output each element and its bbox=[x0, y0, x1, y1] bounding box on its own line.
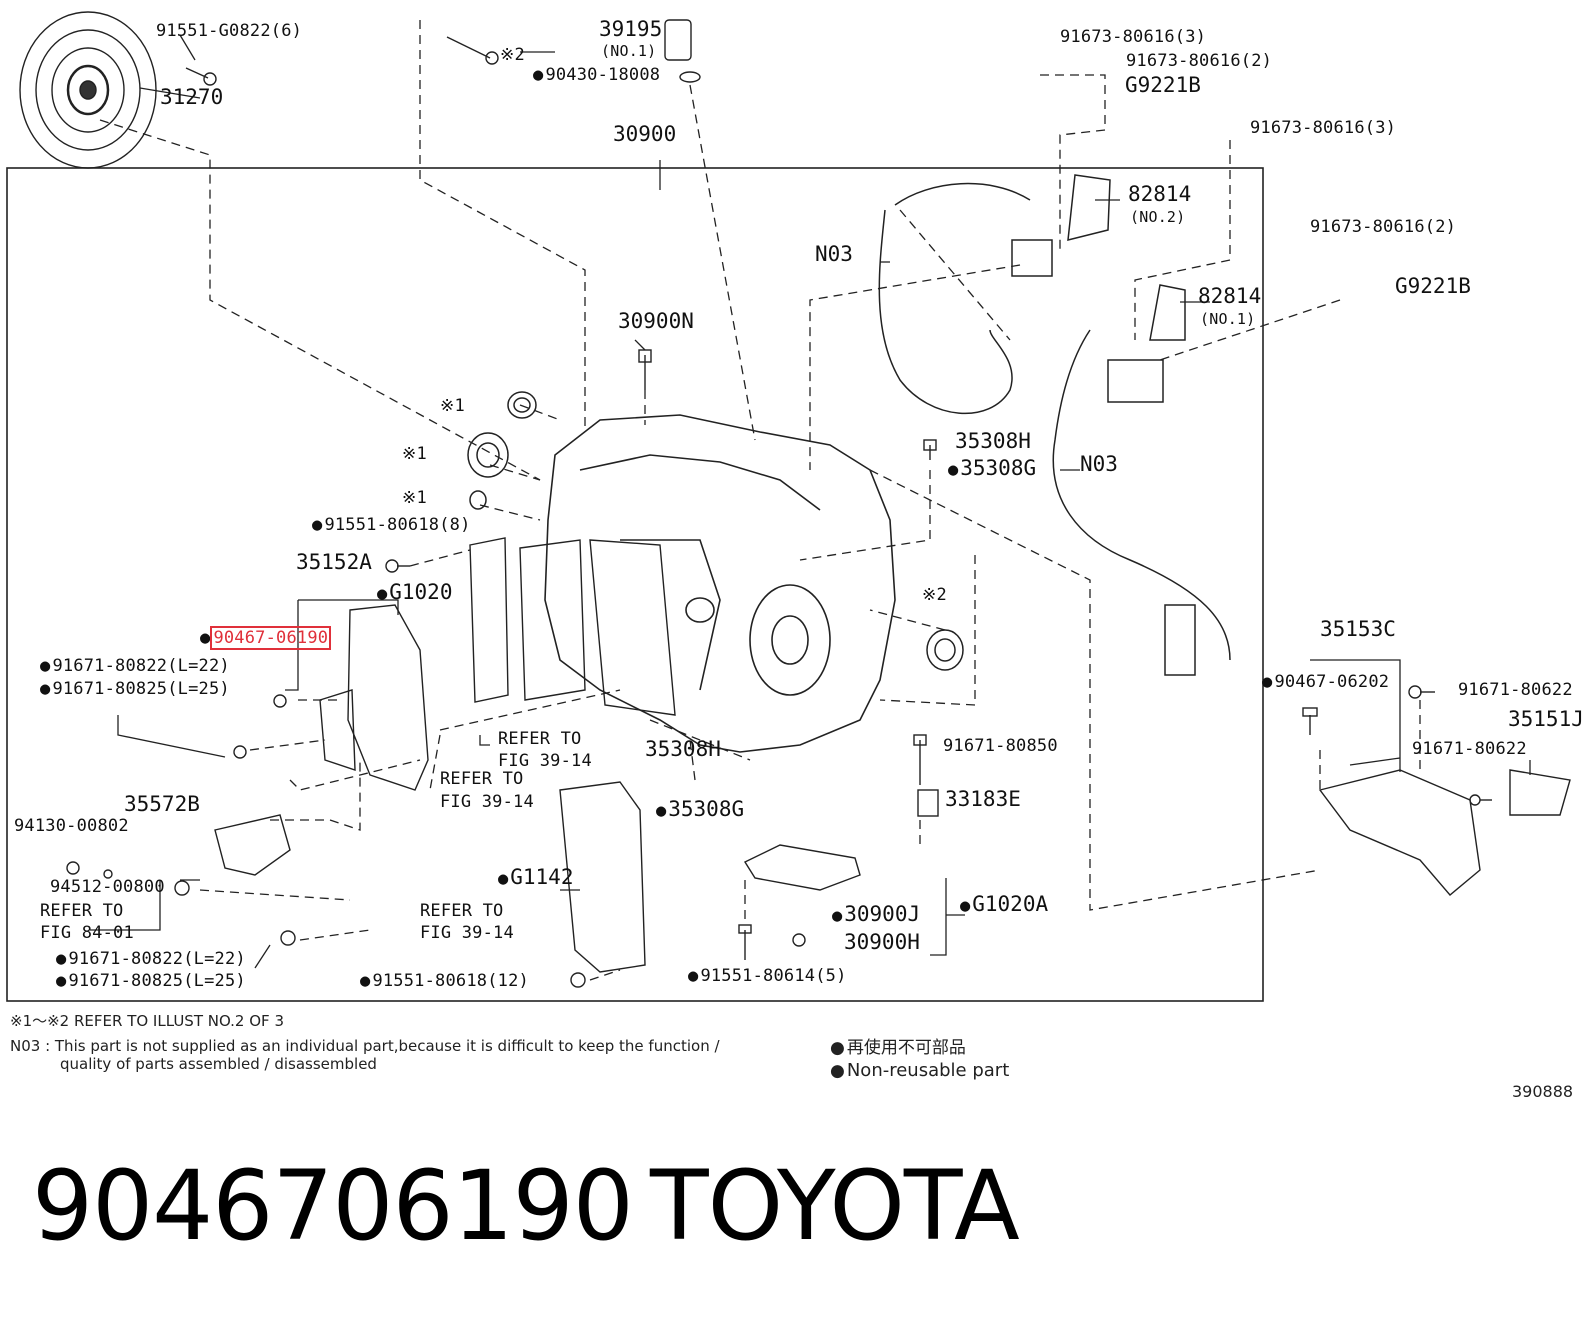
label-35308h-a: 35308H bbox=[955, 429, 1031, 453]
label-35308h-b: 35308H bbox=[645, 737, 721, 761]
label-91671-80822-a: 91671-80822(L=22) bbox=[40, 657, 230, 676]
label-91673-80616-3a: 91673-80616(3) bbox=[1060, 27, 1207, 47]
highlighted-part-number[interactable]: 90467-06190 bbox=[210, 626, 332, 650]
label-33183e: 33183E bbox=[945, 787, 1021, 811]
label-91551-g0822: 91551-G0822(6) bbox=[156, 21, 303, 41]
note-n03-line1: N03 : This part is not supplied as an in… bbox=[10, 1037, 720, 1055]
label-30900n: 30900N bbox=[618, 309, 694, 333]
wire-harness-n03 bbox=[878, 174, 1231, 676]
sensor-35572b bbox=[214, 814, 291, 876]
bracket-35153c bbox=[1318, 769, 1571, 896]
label-39195: 39195 bbox=[599, 17, 663, 41]
label-star2-top: ※2 bbox=[500, 45, 525, 65]
label-82814-no2-sub: (NO.2) bbox=[1130, 208, 1186, 226]
label-refer-39-14-b1: REFER TO bbox=[440, 769, 524, 789]
label-35151j: 35151J bbox=[1508, 707, 1584, 731]
label-82814-no2: 82814 bbox=[1128, 182, 1192, 206]
label-91671-80622-b: 91671-80622 bbox=[1412, 739, 1527, 759]
label-35152a: 35152A bbox=[296, 550, 372, 574]
label-35153c: 35153C bbox=[1320, 617, 1396, 641]
label-91671-80822-b: 91671-80822(L=22) bbox=[56, 950, 246, 969]
dashed-leader-lines bbox=[99, 20, 1421, 981]
note-n03-line2: quality of parts assembled / disassemble… bbox=[60, 1055, 377, 1073]
label-91671-80622-a: 91671-80622 bbox=[1458, 680, 1573, 700]
label-g1020a: G1020A bbox=[960, 894, 1048, 916]
illustration-number: 390888 bbox=[1512, 1082, 1574, 1101]
label-g1142: G1142 bbox=[498, 867, 573, 889]
solid-leader-lines bbox=[90, 34, 1531, 969]
label-g1020: G1020 bbox=[377, 582, 452, 604]
label-90467-06190[interactable]: 90467-06190 bbox=[200, 626, 332, 650]
label-94512-00800: 94512-00800 bbox=[50, 877, 165, 897]
caption-brand: TOYOTA bbox=[650, 1150, 1020, 1262]
diagram-frame bbox=[6, 167, 1264, 1002]
label-91673-80616-3b: 91673-80616(3) bbox=[1250, 118, 1397, 138]
seal-rings bbox=[467, 391, 964, 671]
gasket-g1020 bbox=[469, 537, 676, 716]
label-refer-39-14-a1: REFER TO bbox=[498, 729, 582, 749]
oil-pan-cover-35152a bbox=[319, 604, 429, 791]
bolts bbox=[66, 19, 1492, 988]
label-91551-80614-5: 91551-80614(5) bbox=[688, 967, 847, 986]
label-refer-84-01-2: FIG 84-01 bbox=[40, 923, 134, 943]
label-31270: 31270 bbox=[160, 85, 224, 109]
transaxle-housing bbox=[544, 414, 896, 753]
label-star2-mid: ※2 bbox=[922, 585, 947, 605]
label-30900h: 30900H bbox=[844, 930, 920, 954]
label-90467-06202: 90467-06202 bbox=[1262, 673, 1389, 692]
label-g9221b-a: G9221B bbox=[1125, 73, 1201, 97]
label-refer-84-01-1: REFER TO bbox=[40, 901, 124, 921]
label-82814-no1: 82814 bbox=[1198, 284, 1262, 308]
label-91671-80825-a: 91671-80825(L=25) bbox=[40, 680, 230, 699]
label-refer-39-14-c2: FIG 39-14 bbox=[420, 923, 514, 943]
cover-g1142 bbox=[559, 781, 646, 973]
label-30900j: 30900J bbox=[832, 904, 920, 926]
label-91671-80850: 91671-80850 bbox=[943, 736, 1058, 756]
label-94130-00802: 94130-00802 bbox=[14, 816, 129, 836]
torque-converter-cover bbox=[19, 11, 157, 169]
label-g9221b-b: G9221B bbox=[1395, 274, 1471, 298]
label-star1-a: ※1 bbox=[440, 396, 465, 416]
label-refer-39-14-c1: REFER TO bbox=[420, 901, 504, 921]
note-refer-illust: ※1～※2 REFER TO ILLUST NO.2 OF 3 bbox=[10, 1012, 284, 1030]
label-91673-80616-2b: 91673-80616(2) bbox=[1310, 217, 1457, 237]
label-91551-80618-8: 91551-80618(8) bbox=[312, 516, 471, 535]
label-star1-b: ※1 bbox=[402, 444, 427, 464]
oil-strainer-g1020a bbox=[743, 844, 861, 891]
caption-part-number: 9046706190 bbox=[32, 1150, 634, 1262]
label-refer-39-14-a2: FIG 39-14 bbox=[498, 751, 592, 771]
label-35308g-a: 35308G bbox=[948, 458, 1036, 480]
label-35572b: 35572B bbox=[124, 792, 200, 816]
label-n03-a: N03 bbox=[815, 242, 853, 266]
label-91673-80616-2a: 91673-80616(2) bbox=[1126, 51, 1273, 71]
label-90430-18008: 90430-18008 bbox=[533, 66, 660, 85]
label-refer-39-14-b2: FIG 39-14 bbox=[440, 792, 534, 812]
label-91551-80618-12: 91551-80618(12) bbox=[360, 972, 529, 991]
label-30900: 30900 bbox=[613, 122, 677, 146]
label-82814-no1-sub: (NO.1) bbox=[1200, 310, 1256, 328]
legend-jp: 再使用不可部品 bbox=[830, 1033, 966, 1058]
label-star1-c: ※1 bbox=[402, 488, 427, 508]
label-91671-80825-b: 91671-80825(L=25) bbox=[56, 972, 246, 991]
label-35308g-b: 35308G bbox=[656, 799, 744, 821]
label-n03-b: N03 bbox=[1080, 452, 1118, 476]
legend-en: Non-reusable part bbox=[830, 1060, 1009, 1081]
label-39195-no1: (NO.1) bbox=[601, 42, 657, 60]
